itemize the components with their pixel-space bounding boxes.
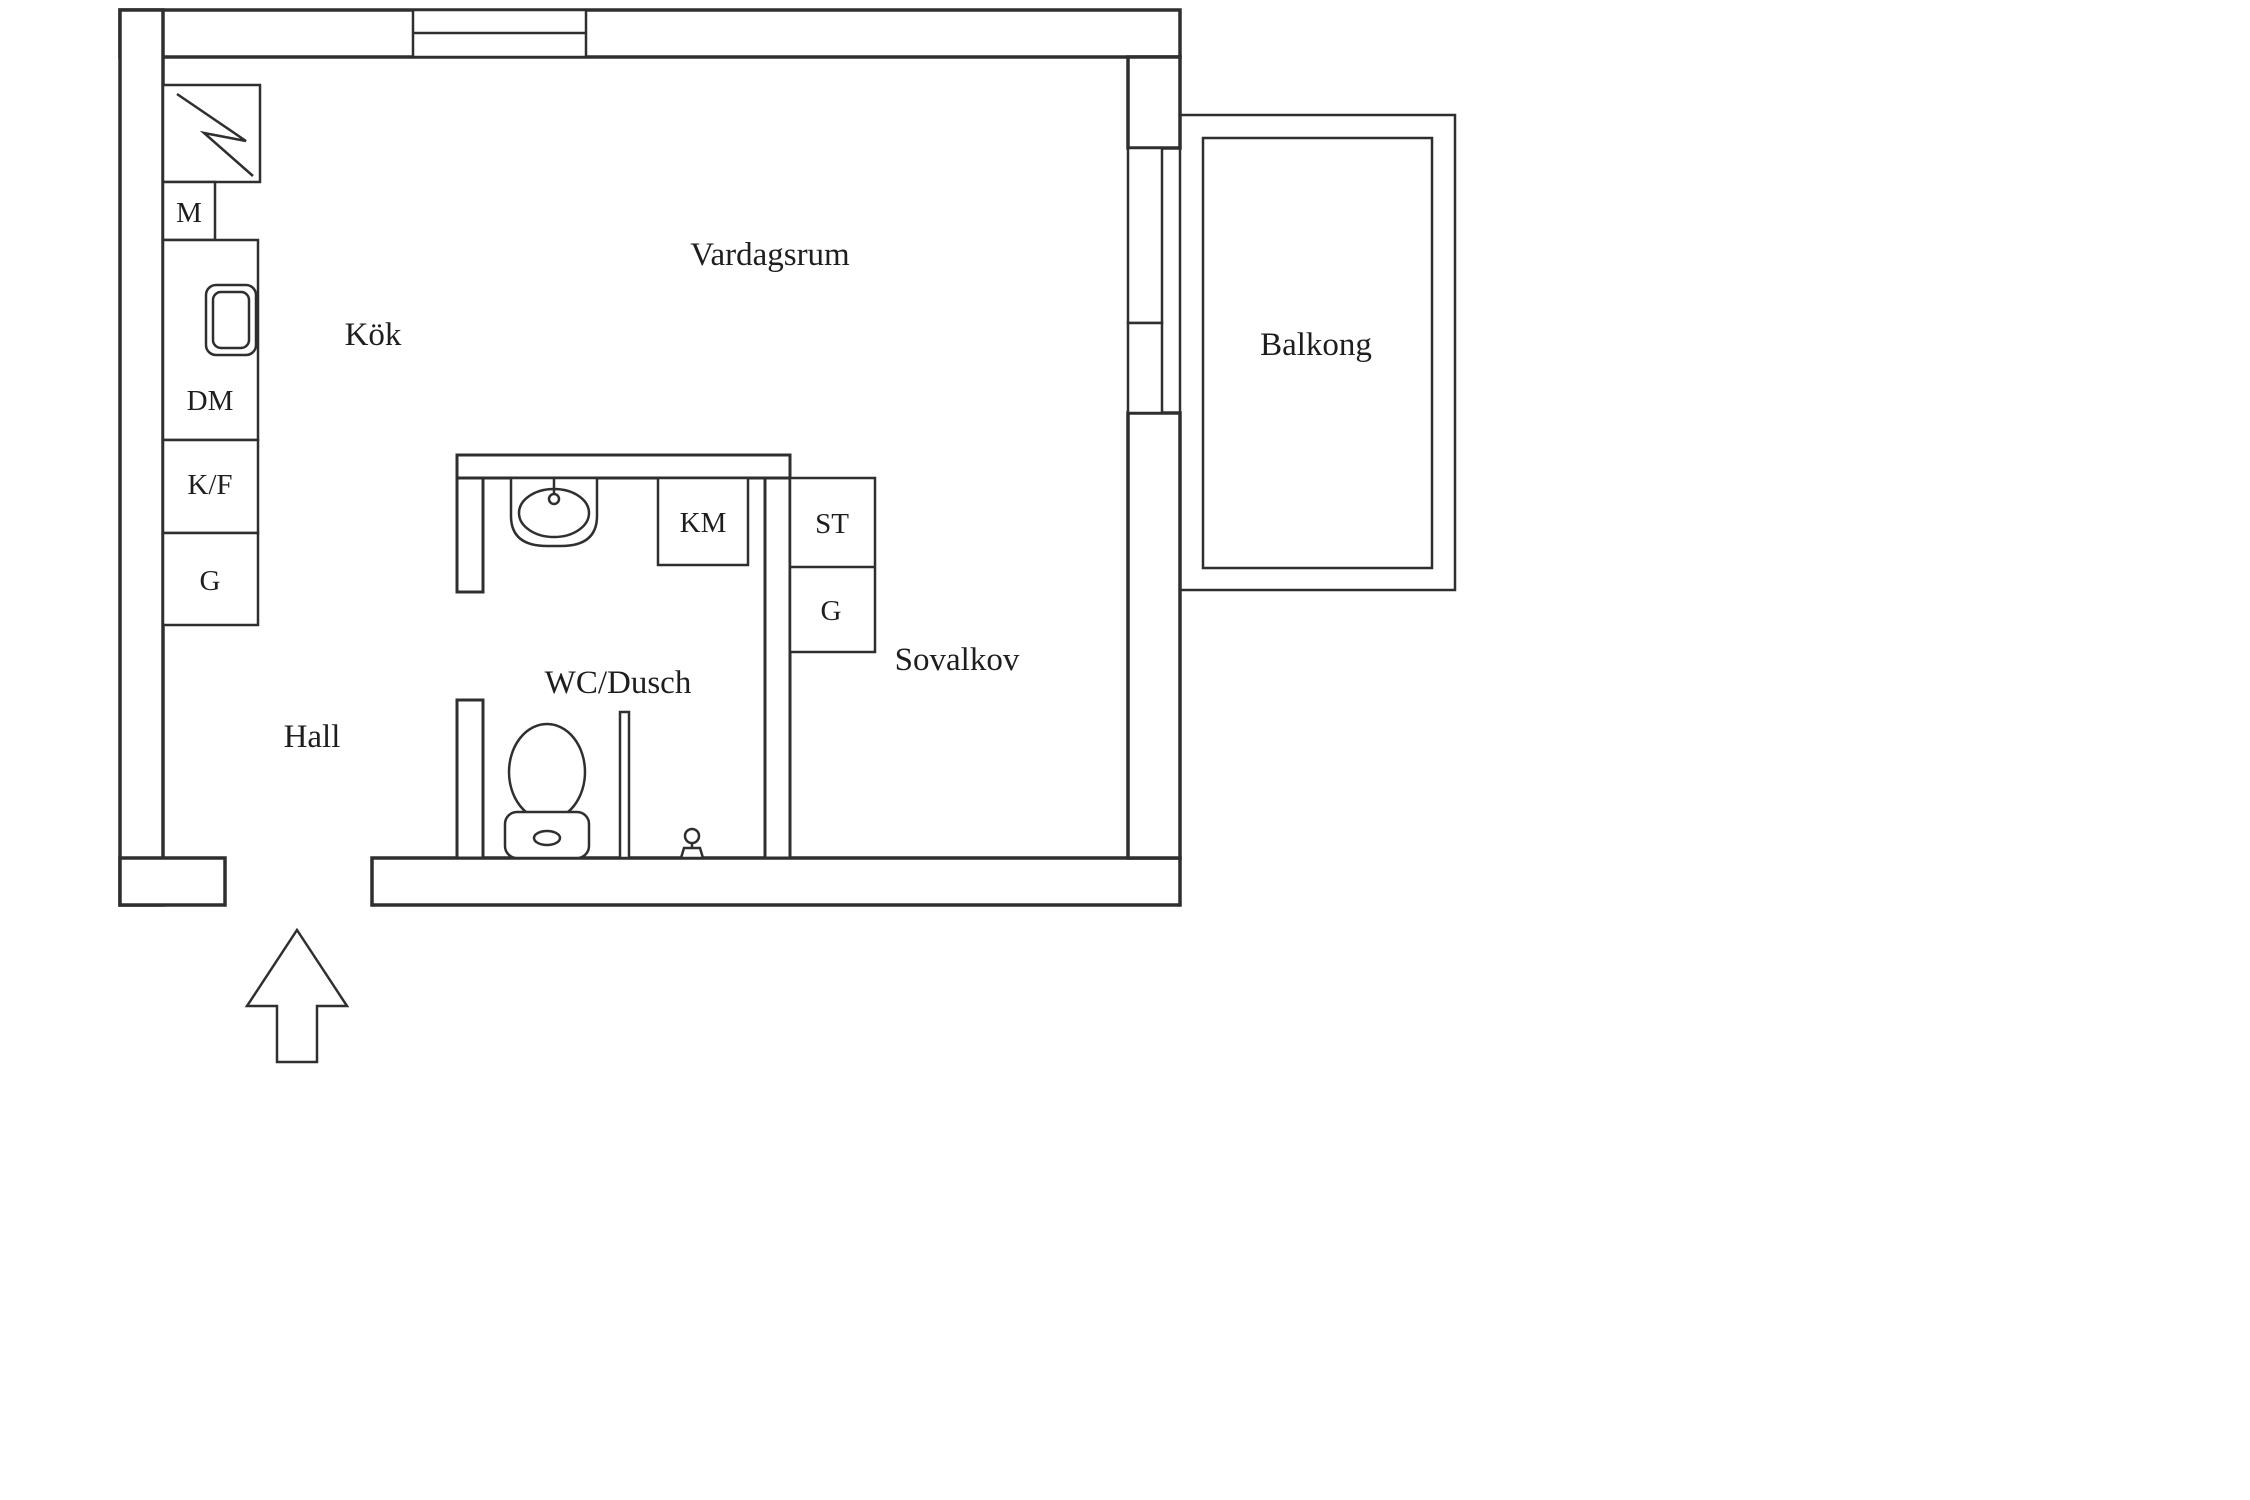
electrical-flash-icon bbox=[176, 92, 254, 177]
wall-right-upper bbox=[1126, 55, 1182, 150]
kitchen-wardrobe-box bbox=[161, 531, 260, 627]
shower-mixer-base bbox=[679, 846, 705, 860]
bath-wall-left-upper bbox=[455, 476, 485, 594]
wall-bottom-left-stub bbox=[118, 856, 227, 907]
closet-box bbox=[788, 476, 877, 654]
room-label-wc: WC/Dusch bbox=[545, 665, 692, 701]
toilet-flush-button bbox=[532, 829, 562, 847]
label-dishwasher: DM bbox=[187, 385, 234, 417]
label-microwave: M bbox=[176, 197, 202, 229]
balcony-door bbox=[1126, 146, 1164, 325]
alcove-closet bbox=[788, 476, 877, 654]
entrance-arrow-icon bbox=[244, 927, 350, 1064]
bath-wall-right bbox=[763, 476, 792, 860]
toilet-bowl bbox=[507, 722, 587, 822]
room-label-living: Vardagsrum bbox=[690, 237, 850, 273]
outer-walls bbox=[118, 8, 1182, 907]
kitchen-run bbox=[161, 83, 262, 627]
balcony-outer-rail bbox=[1178, 113, 1457, 592]
balcony-inner-rail bbox=[1201, 136, 1434, 570]
room-label-hall: Hall bbox=[284, 719, 341, 755]
label-closet-st: ST bbox=[815, 508, 849, 540]
toilet bbox=[503, 722, 591, 860]
wall-left bbox=[118, 8, 165, 907]
label-kitchen-wardrobe: G bbox=[200, 565, 221, 597]
kitchen-sink-outer bbox=[204, 283, 258, 357]
kitchen-sink-bowl bbox=[211, 290, 251, 350]
shower-partition bbox=[618, 710, 631, 860]
wall-right-lower bbox=[1126, 411, 1182, 860]
room-label-kitchen: Kök bbox=[345, 317, 402, 353]
top-window bbox=[411, 8, 588, 59]
fridge-freezer-box bbox=[161, 438, 260, 535]
shower-mixer-icon bbox=[683, 827, 701, 845]
wall-top bbox=[118, 8, 1182, 59]
balcony-door-window bbox=[1126, 146, 1164, 415]
microwave-box bbox=[161, 180, 217, 242]
label-alcove-wardrobe: G bbox=[821, 595, 842, 627]
label-fridge-freezer: K/F bbox=[187, 469, 232, 501]
balcony-outline bbox=[1178, 113, 1457, 592]
bath-wall-left-lower bbox=[455, 698, 485, 860]
room-label-balcony: Balkong bbox=[1260, 327, 1372, 363]
bath-sink-tap-icon bbox=[547, 492, 561, 506]
wall-bottom-main bbox=[370, 856, 1182, 907]
shower bbox=[618, 710, 705, 860]
washing-machine-box bbox=[656, 476, 750, 567]
label-washing-machine: KM bbox=[680, 507, 727, 539]
bath-sink bbox=[509, 476, 599, 548]
balcony-window bbox=[1126, 321, 1164, 415]
bath-wall-top bbox=[455, 453, 792, 480]
bathroom-walls bbox=[455, 453, 792, 860]
room-label-alcove: Sovalkov bbox=[895, 642, 1020, 678]
